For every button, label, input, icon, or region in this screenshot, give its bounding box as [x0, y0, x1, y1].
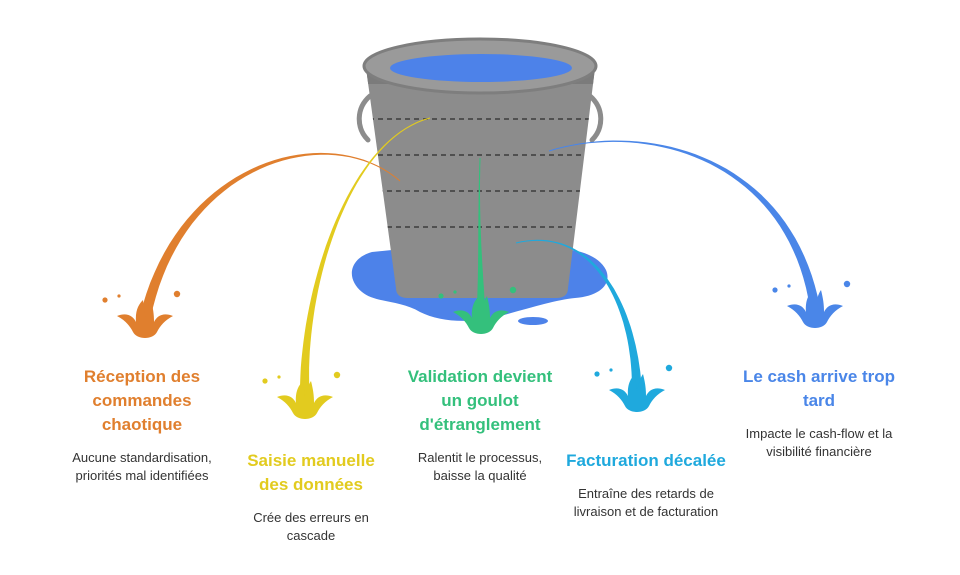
bucket-handle [356, 93, 604, 143]
step-title: Réception des commandes chaotique [83, 367, 201, 434]
water-splash-icon [772, 280, 851, 328]
step-title: Validation devient un goulot d'étranglem… [407, 367, 553, 434]
step-description: Impacte le cash-flow et la visibilité fi… [745, 426, 893, 459]
step-description: Aucune standardisation, priorités mal id… [72, 450, 212, 483]
leak-stream [476, 158, 486, 314]
step-validation: Validation devient un goulot d'étranglem… [402, 365, 558, 485]
step-facturation: Facturation décalée Entraîne des retards… [566, 449, 726, 521]
step-cash-tardif: Le cash arrive trop tard Impacte le cash… [736, 365, 902, 461]
step-description: Entraîne des retards de livraison et de … [573, 486, 719, 519]
step-description: Ralentit le processus, baisse la qualité [417, 450, 543, 483]
water-splash-icon [102, 290, 181, 338]
step-reception-commandes: Réception des commandes chaotique Aucune… [62, 365, 222, 485]
water-splash-icon [594, 364, 673, 412]
water-splash-icon [438, 286, 517, 334]
step-title: Saisie manuelle des données [247, 451, 375, 494]
step-description: Crée des erreurs en cascade [253, 510, 369, 543]
leak-stream [299, 117, 431, 400]
step-title: Facturation décalée [566, 451, 726, 470]
water-splash-icon [262, 371, 341, 419]
step-saisie-manuelle: Saisie manuelle des données Crée des err… [238, 449, 384, 545]
step-title: Le cash arrive trop tard [742, 367, 896, 410]
